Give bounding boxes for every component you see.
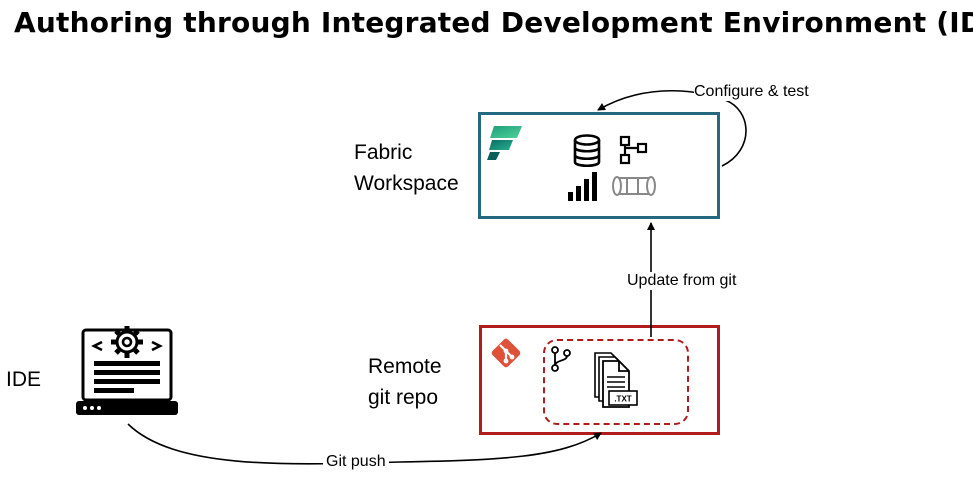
hierarchy-icon <box>619 135 648 165</box>
git-push-label: Git push <box>323 453 389 471</box>
update-from-git-label: Update from git <box>627 272 737 290</box>
git-push-arrow <box>127 423 602 465</box>
repo-content-dashed-area: .TXT <box>543 339 689 425</box>
ide-laptop-icon <box>76 326 178 415</box>
database-icon <box>573 134 601 168</box>
pipeline-icon <box>612 176 656 196</box>
configure-test-arrow <box>597 89 747 167</box>
fabric-logo-icon <box>487 126 522 160</box>
branch-icon <box>551 346 571 372</box>
configure-test-label: Configure & test <box>694 83 809 101</box>
remote-git-repo-label-line1: Remote <box>368 355 442 378</box>
bar-chart-icon <box>568 172 597 201</box>
git-logo-icon <box>491 338 521 368</box>
fabric-workspace-label: Fabric Workspace <box>354 137 459 199</box>
page-title: Authoring through Integrated Development… <box>14 6 973 39</box>
fabric-workspace-label-line1: Fabric <box>354 141 413 164</box>
remote-git-repo-label-line2: git repo <box>368 386 439 409</box>
remote-git-repo-label: Remote git repo <box>368 351 442 413</box>
text-files-icon: .TXT <box>594 352 638 408</box>
txt-badge: .TXT <box>614 395 631 404</box>
fabric-workspace-label-line2: Workspace <box>354 172 459 195</box>
fabric-workspace-box <box>478 112 720 219</box>
ide-label: IDE <box>6 368 42 391</box>
